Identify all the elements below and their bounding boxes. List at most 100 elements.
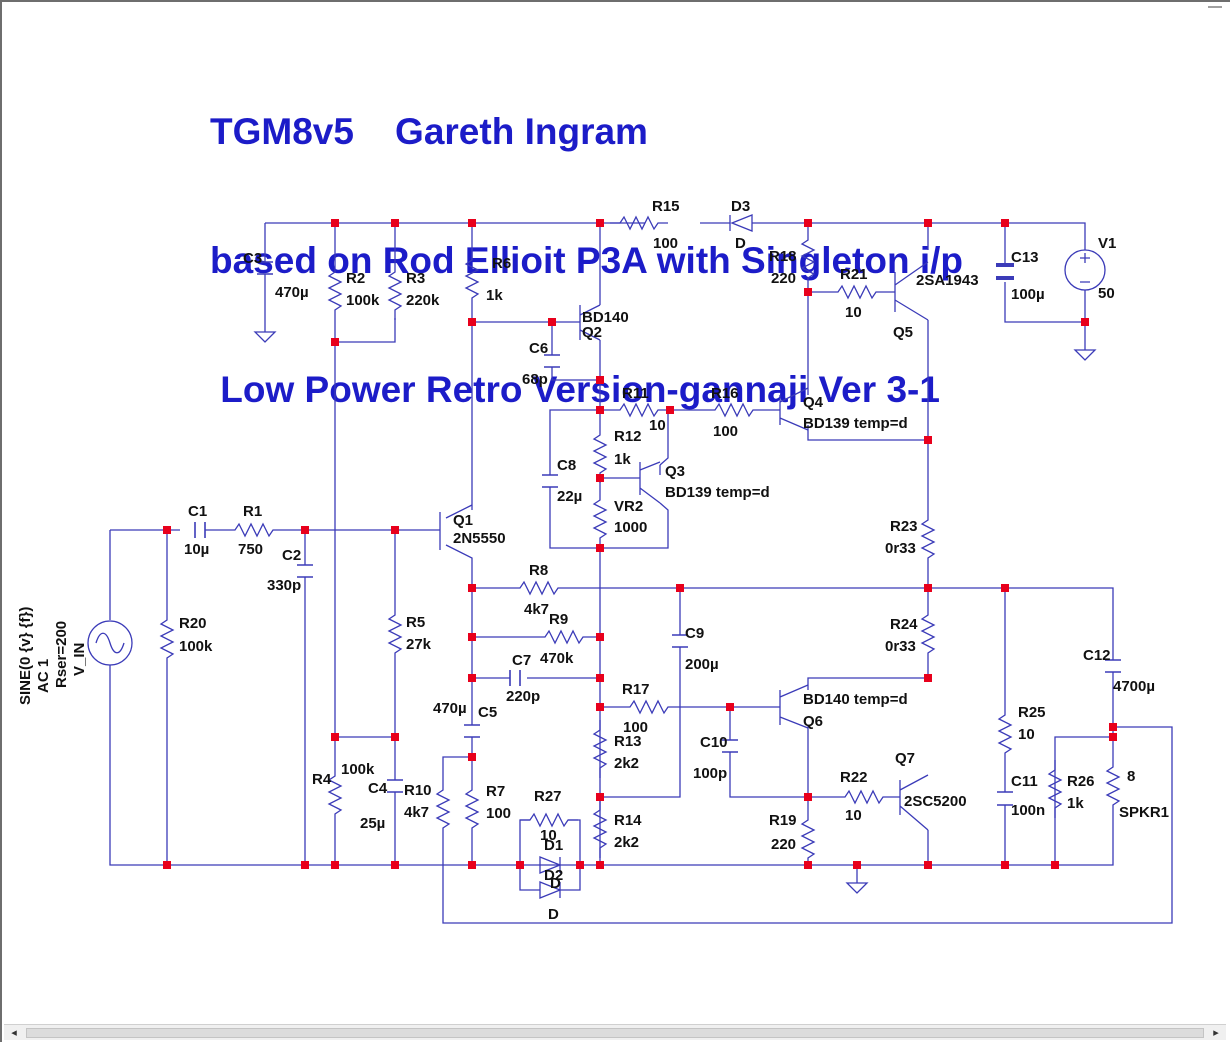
junction-node — [331, 861, 339, 869]
junction-node — [676, 584, 684, 592]
horizontal-scrollbar[interactable]: ◂ ▸ — [4, 1024, 1226, 1040]
label-c9: C9 — [685, 625, 704, 642]
label-r17: R17 — [622, 681, 650, 698]
label-vr2: VR2 — [614, 498, 643, 515]
label-c1: C1 — [188, 503, 207, 520]
label-v1: V1 — [1098, 235, 1116, 252]
label-q6-model: BD140 temp=d — [803, 691, 908, 708]
junction-node — [804, 793, 812, 801]
junction-node — [924, 674, 932, 682]
window-corner-mark — [1208, 6, 1222, 8]
label-c13: C13 — [1011, 249, 1039, 266]
label-r2-value: 100k — [346, 292, 380, 309]
label-r5-value: 27k — [406, 636, 432, 653]
label-r19: R19 — [769, 812, 797, 829]
junction-node — [596, 219, 604, 227]
label-r9-value: 470k — [540, 650, 574, 667]
label-r9: R9 — [549, 611, 568, 628]
junction-node — [1081, 318, 1089, 326]
junction-node — [596, 674, 604, 682]
label-r3-value: 220k — [406, 292, 440, 309]
label-r26-value: 1k — [1067, 795, 1084, 812]
label-r4-value: 100k — [341, 761, 375, 778]
label-q5-model: 2SA1943 — [916, 272, 979, 289]
label-q7: Q7 — [895, 750, 915, 767]
label-r4: R4 — [312, 771, 332, 788]
label-c3: C3 — [243, 250, 262, 267]
junction-node — [596, 544, 604, 552]
label-r11: R11 — [622, 385, 649, 402]
junction-node — [804, 219, 812, 227]
label-r14-value: 2k2 — [614, 834, 639, 851]
label-r19-value: 220 — [771, 836, 796, 853]
junction-node — [468, 318, 476, 326]
label-c13-value: 100µ — [1011, 286, 1045, 303]
label-r8: R8 — [529, 562, 548, 579]
label-c12: C12 — [1083, 647, 1111, 664]
component-symbols — [87, 214, 1121, 899]
label-c1-value: 10µ — [184, 541, 209, 558]
label-spkr1: SPKR1 — [1119, 804, 1169, 821]
label-q4-model: BD139 temp=d — [803, 415, 908, 432]
label-r14: R14 — [614, 812, 642, 829]
scrollbar-thumb[interactable] — [26, 1028, 1204, 1038]
label-c8-value: 22µ — [557, 488, 582, 505]
label-r24: R24 — [890, 616, 918, 633]
label-q2: Q2 — [582, 324, 602, 341]
label-v1-value: 50 — [1098, 285, 1115, 302]
arrow-left-icon[interactable]: ◂ — [11, 1026, 17, 1039]
label-q5: Q5 — [893, 324, 913, 341]
wires — [109, 222, 1173, 924]
label-r22-value: 10 — [845, 807, 862, 824]
label-r25-value: 10 — [1018, 726, 1035, 743]
label-c11-value: 100n — [1011, 802, 1045, 819]
schematic-title: TGM8v5 Gareth Ingram based on Rod Ellioi… — [210, 24, 963, 454]
junction-node — [596, 793, 604, 801]
label-source-rser: Rser=200 — [53, 621, 70, 688]
label-r26: R26 — [1067, 773, 1095, 790]
junction-node — [301, 861, 309, 869]
label-q4: Q4 — [803, 394, 824, 411]
label-r24-value: 0r33 — [885, 638, 916, 655]
label-source-ac: AC 1 — [35, 659, 52, 693]
label-r3: R3 — [406, 270, 425, 287]
title-line-2: based on Rod Ellioit P3A with Singleton … — [210, 240, 964, 281]
label-r13: R13 — [614, 733, 642, 750]
label-r2: R2 — [346, 270, 365, 287]
component-labels: R15 100 D3 D V1 50 C13 100µ R18 220 R21 … — [17, 198, 1169, 923]
label-d3: D3 — [731, 198, 750, 215]
junction-node — [548, 318, 556, 326]
label-r27-value: 10 — [540, 827, 557, 844]
junction-node — [726, 703, 734, 711]
label-r1: R1 — [243, 503, 262, 520]
arrow-right-icon[interactable]: ▸ — [1213, 1026, 1219, 1039]
label-q2-model: BD140 — [582, 309, 629, 326]
junction-node — [391, 219, 399, 227]
title-line-3: Low Power Retro Version-gannaji Ver 3-1 — [210, 369, 940, 410]
junction-node — [468, 861, 476, 869]
label-source-sine: SINE(0 {v} {f}) — [17, 607, 34, 705]
junction-node — [804, 288, 812, 296]
junction-node — [391, 526, 399, 534]
label-r16: R16 — [711, 385, 739, 402]
label-c3-value: 470µ — [275, 284, 309, 301]
label-r10-value: 4k7 — [404, 804, 429, 821]
label-source-name: V_IN — [71, 643, 88, 676]
junction-node — [1109, 723, 1117, 731]
label-r6: R6 — [492, 255, 511, 272]
label-c5-value: 470µ — [433, 700, 467, 717]
junction-node — [1051, 861, 1059, 869]
label-spkr1-value: 8 — [1127, 768, 1135, 785]
label-q3: Q3 — [665, 463, 685, 480]
label-c8: C8 — [557, 457, 576, 474]
junction-node — [596, 406, 604, 414]
label-r21: R21 — [840, 266, 868, 283]
label-c4: C4 — [368, 780, 388, 797]
label-c6-value: 68p — [522, 371, 548, 388]
junction-node — [468, 219, 476, 227]
junction-node — [468, 584, 476, 592]
label-c10-value: 100p — [693, 765, 727, 782]
label-r18-value: 220 — [771, 270, 796, 287]
